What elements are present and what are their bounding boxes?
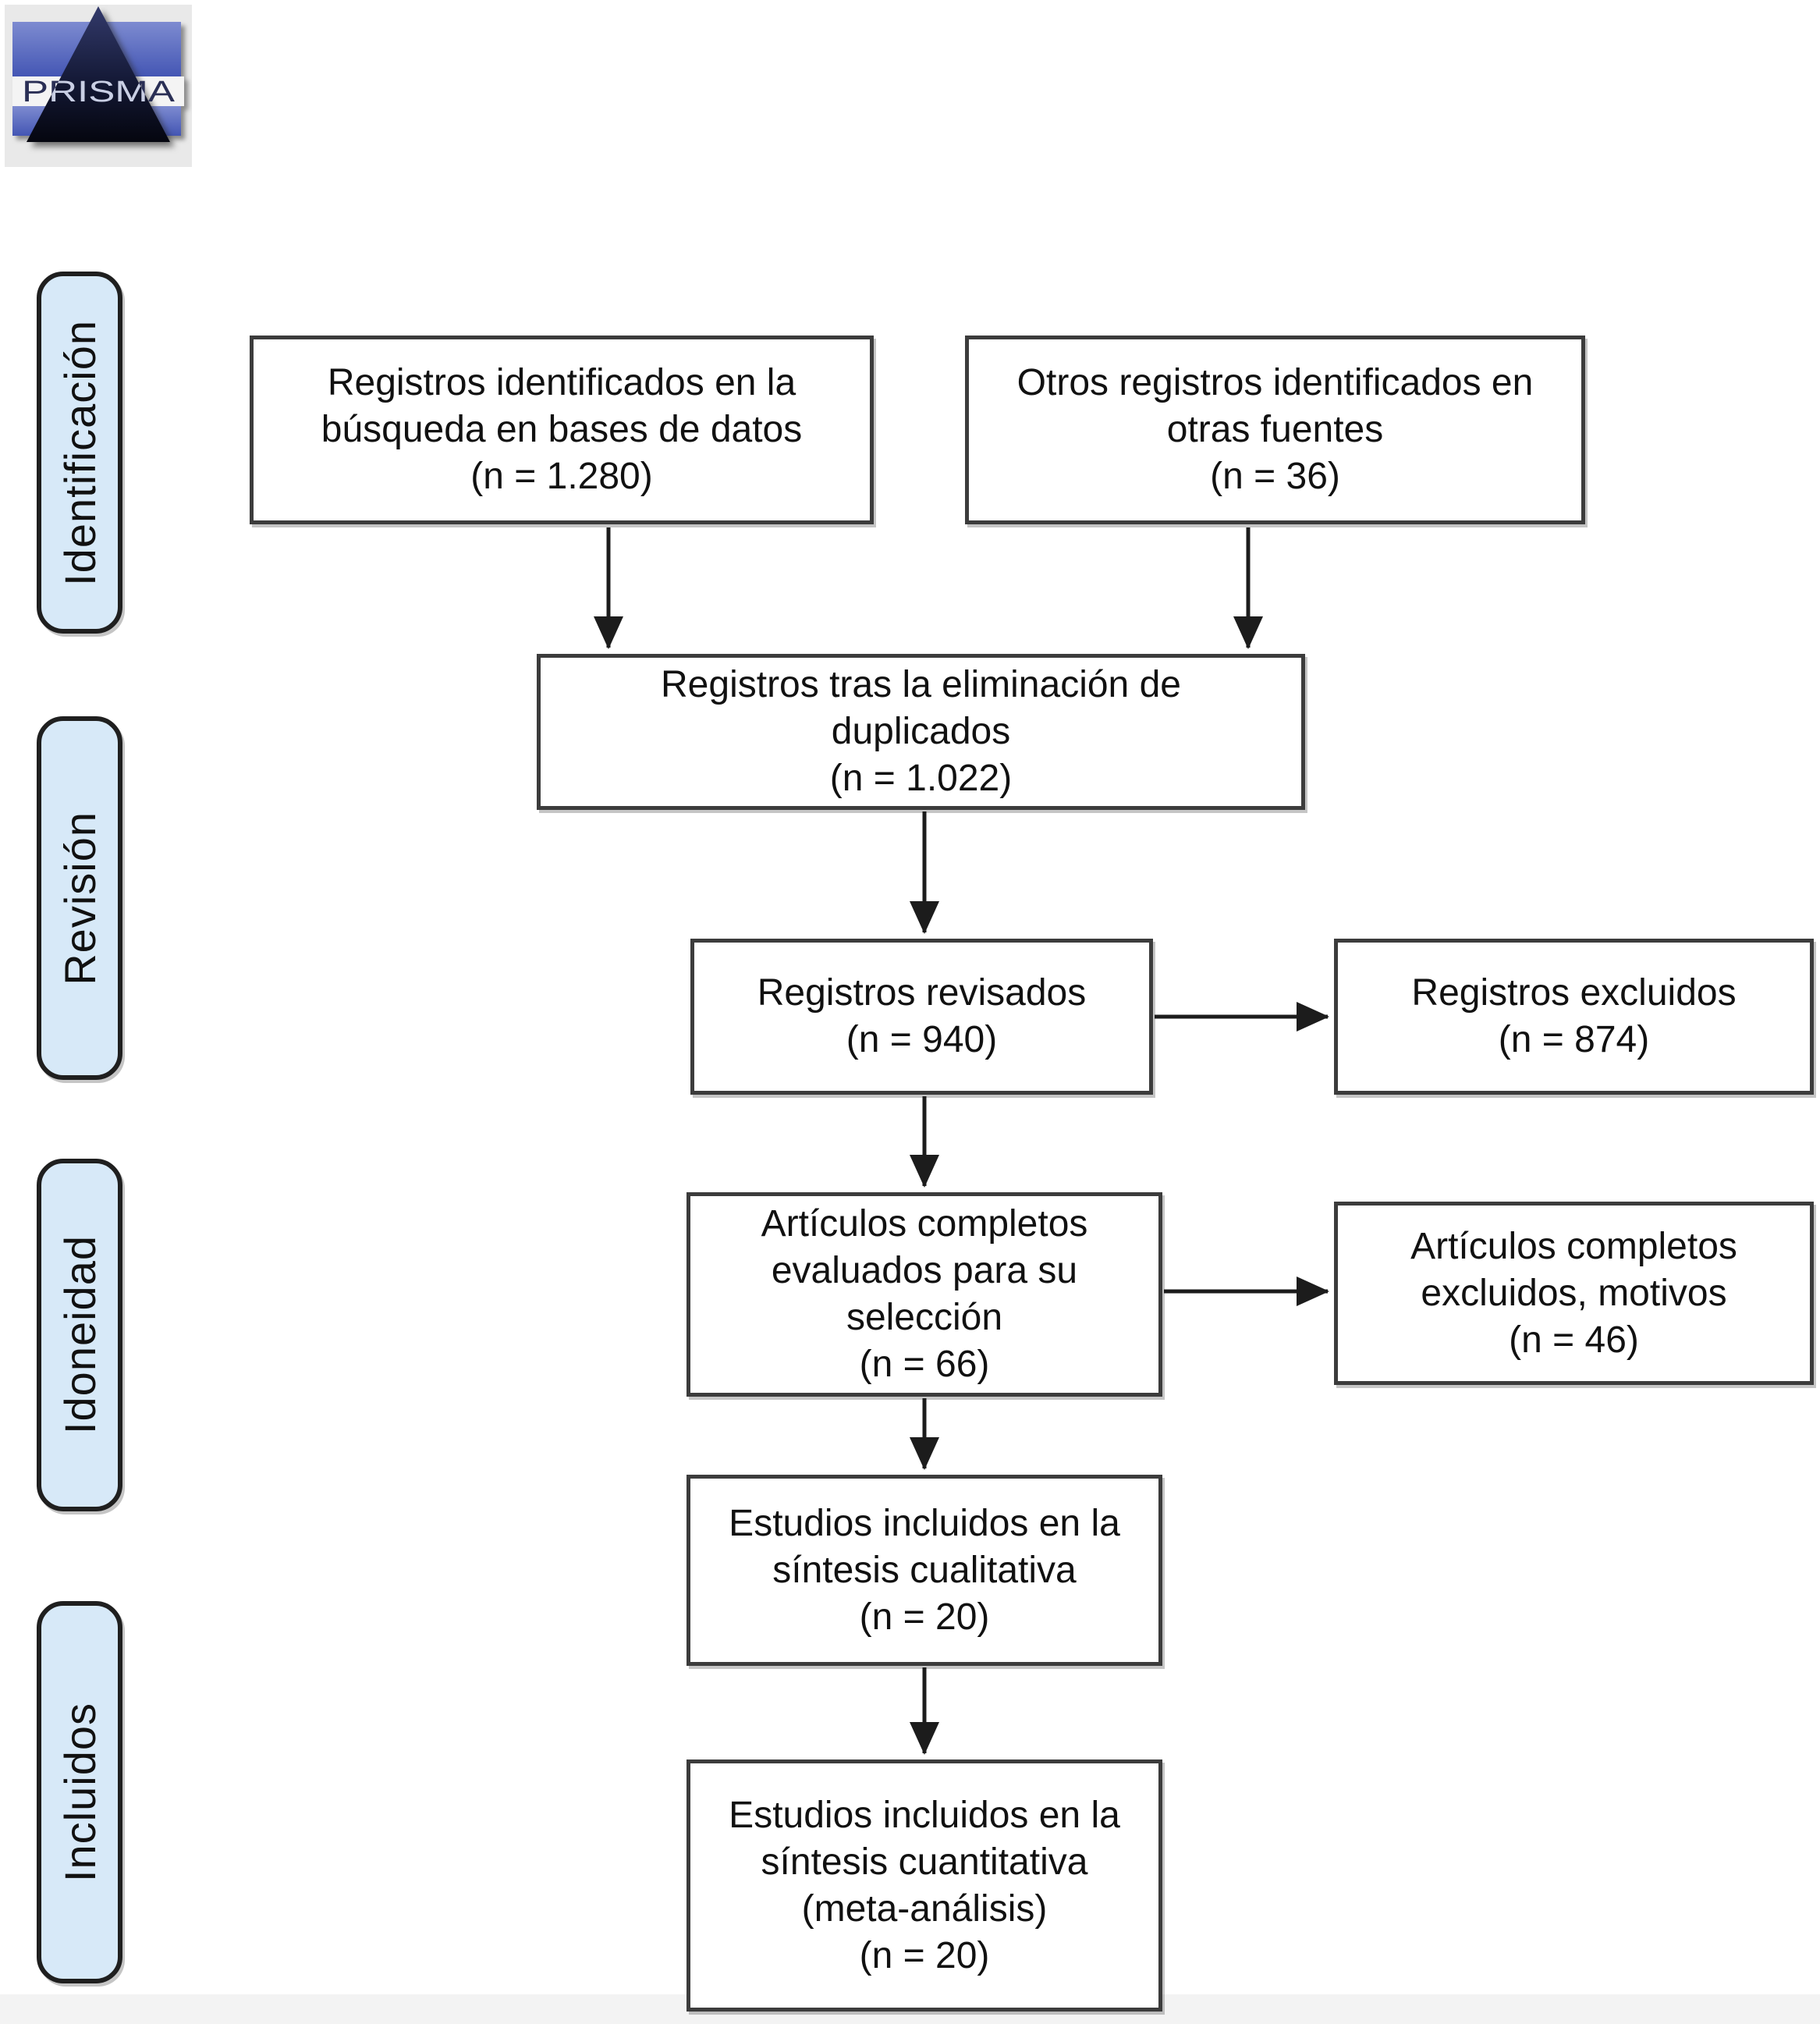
logo-wordmark: PRISMA xyxy=(22,76,176,108)
box-records-screened: Registros revisados (n = 940) xyxy=(690,939,1153,1095)
box-fulltext-excluded: Artículos completos excluidos, motivos (… xyxy=(1334,1202,1814,1385)
box-fulltext-assessed: Artículos completos evaluados para su se… xyxy=(686,1192,1162,1397)
box-records-after-duplicates-text: Registros tras la eliminación de duplica… xyxy=(661,664,1181,799)
box-records-excluded: Registros excluidos (n = 874) xyxy=(1334,939,1814,1095)
box-qualitative-synthesis-text: Estudios incluidos en la síntesis cualit… xyxy=(729,1502,1120,1638)
box-records-excluded-text: Registros excluidos (n = 874) xyxy=(1411,972,1737,1060)
stage-label-screening-text: Revisión xyxy=(55,811,105,985)
box-records-screened-text: Registros revisados (n = 940) xyxy=(757,972,1087,1060)
box-fulltext-assessed-text: Artículos completos evaluados para su se… xyxy=(761,1203,1088,1385)
stage-label-screening: Revisión xyxy=(37,716,122,1080)
box-records-identified-databases-text: Registros identificados en la búsqueda e… xyxy=(321,362,803,497)
stage-label-eligibility-text: Idoneidad xyxy=(55,1235,105,1435)
box-qualitative-synthesis: Estudios incluidos en la síntesis cualit… xyxy=(686,1475,1162,1666)
prisma-logo-graphic: PRISMA PRISMA xyxy=(5,5,192,167)
box-fulltext-excluded-text: Artículos completos excluidos, motivos (… xyxy=(1410,1225,1737,1361)
logo-pyramid xyxy=(27,6,170,142)
box-records-other-sources: Otros registros identificados en otras f… xyxy=(965,336,1585,524)
box-quantitative-synthesis: Estudios incluidos en la síntesis cuanti… xyxy=(686,1759,1162,2012)
box-records-after-duplicates: Registros tras la eliminación de duplica… xyxy=(537,654,1305,810)
stage-label-included: Incluidos xyxy=(37,1601,122,1983)
stage-label-eligibility: Idoneidad xyxy=(37,1159,122,1511)
stage-label-included-text: Incluidos xyxy=(55,1702,105,1883)
box-records-identified-databases: Registros identificados en la búsqueda e… xyxy=(250,336,874,524)
box-quantitative-synthesis-text: Estudios incluidos en la síntesis cuanti… xyxy=(729,1794,1120,1976)
box-records-other-sources-text: Otros registros identificados en otras f… xyxy=(1016,362,1534,497)
stage-label-identification: Identificación xyxy=(37,272,122,634)
prisma-logo: PRISMA PRISMA xyxy=(5,5,192,167)
stage-label-identification-text: Identificación xyxy=(55,319,105,586)
